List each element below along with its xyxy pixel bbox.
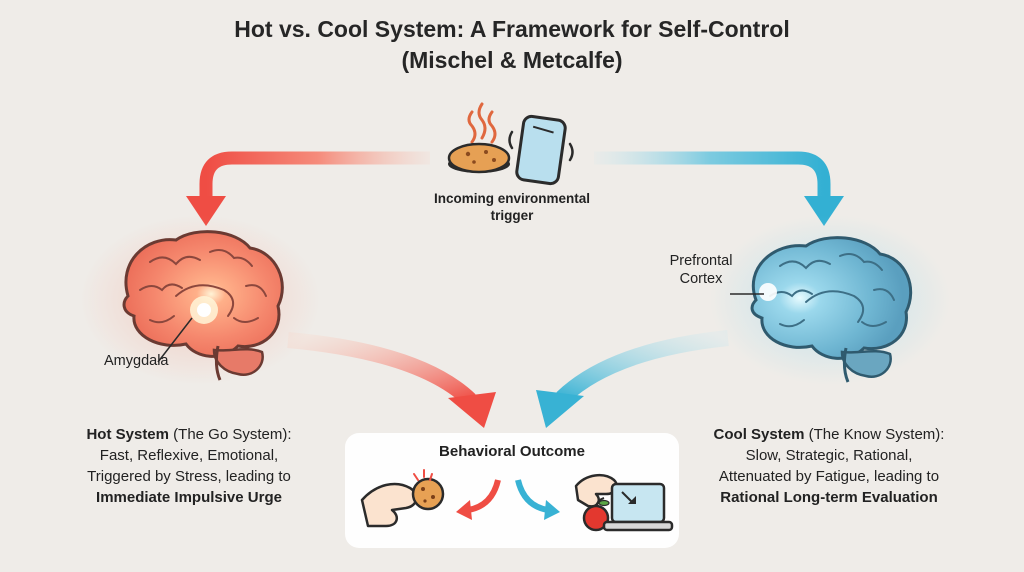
hot-system-heading-line: Hot System (The Go System): [64,424,314,445]
hot-system-line-3: Triggered by Stress, leading to [87,468,291,485]
cool-system-line-4: Rational Long-term Evaluation [720,489,938,506]
cool-system-line-3: Attenuated by Fatigue, leading to [718,468,940,485]
trigger-label-line-1: Incoming environmental [433,191,591,206]
hot-system-description: Hot System (The Go System): Fast, Reflex… [64,424,314,508]
trigger-to-hot-arrow [186,151,430,226]
cool-system-heading-line: Cool System (The Know System): [704,424,954,445]
hand-grabbing-cookie-icon [360,469,445,528]
cool-brain-icon [710,215,950,385]
hot-to-outcome-arrow [287,332,496,428]
amygdala-leader-line [157,317,193,363]
laptop-icon [602,482,674,532]
hot-system-subheading: (The Go System): [169,426,292,443]
steam-icon [467,102,497,144]
trigger-label: Incoming environmental trigger [412,190,612,224]
cool-system-line-2: Slow, Strategic, Rational, [745,447,913,464]
title-line-1: Hot vs. Cool System: A Framework for Sel… [234,16,790,42]
choice-arrows-icon [456,479,560,520]
title-line-2: (Mischel & Metcalfe) [401,47,623,73]
hot-system-line-2: Fast, Reflexive, Emotional, [99,447,279,464]
cool-system-subheading: (The Know System): [804,426,945,443]
hot-system-heading: Hot System [86,426,169,443]
cool-system-description: Cool System (The Know System): Slow, Str… [704,424,954,508]
pfc-label-line-1: Prefrontal [669,253,733,269]
hand-choosing-apple-icon [574,473,618,532]
trigger-to-cool-arrow [594,151,844,226]
hot-brain-icon [80,215,320,385]
hot-system-line-4: Immediate Impulsive Urge [96,489,282,506]
cool-system-heading: Cool System [713,426,805,443]
prefrontal-cortex-label: Prefrontal Cortex [658,252,744,288]
diagram-title: Hot vs. Cool System: A Framework for Sel… [0,14,1024,76]
cookie-icon [447,142,511,174]
smartphone-icon [508,114,574,186]
outcome-title: Behavioral Outcome [439,443,585,460]
pfc-label-line-2: Cortex [679,271,723,287]
trigger-label-line-2: trigger [490,208,534,223]
amygdala-label: Amygdala [104,353,169,369]
cool-to-outcome-arrow [536,330,729,428]
